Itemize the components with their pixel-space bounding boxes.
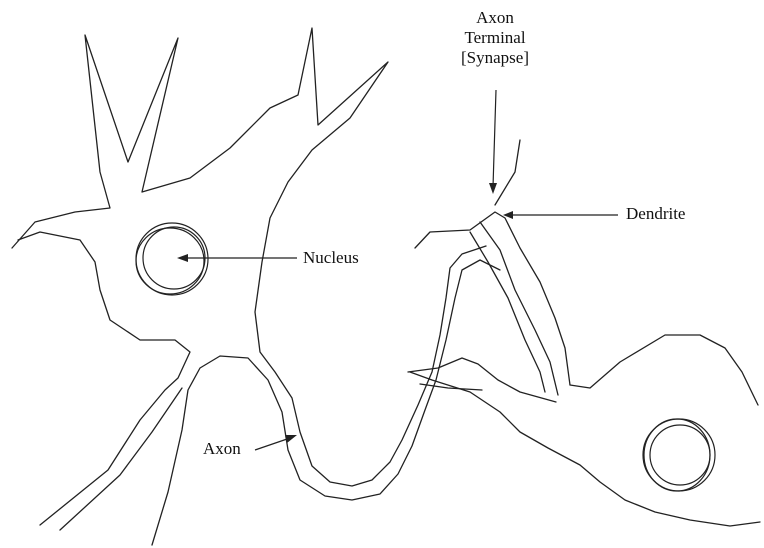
axon-terminal-label-line-2: Terminal <box>440 28 550 48</box>
axon-terminal-branch-1 <box>415 212 570 385</box>
nucleus-2-ring-2 <box>650 425 710 485</box>
neuron-1-axon-inner <box>152 260 500 545</box>
axon-label: Axon <box>203 439 241 459</box>
nucleus-1-ring-1 <box>136 223 208 295</box>
axon-terminal-label-line-1: Axon <box>440 8 550 28</box>
dendrite-label: Dendrite <box>626 204 685 224</box>
axon-terminal-branch-3 <box>480 222 558 395</box>
nucleus-label: Nucleus <box>303 248 359 268</box>
axon-terminal-branch-2 <box>495 140 520 205</box>
neuron-1-lower-left-process <box>18 232 190 525</box>
neuron-2-upper-edge <box>570 335 758 405</box>
nucleus-1-ring-3 <box>136 228 204 294</box>
pointer-axon-terminal <box>489 90 497 194</box>
pointer-dendrite <box>503 211 618 219</box>
pointer-nucleus <box>177 254 297 262</box>
axon-terminal-label-line-3: [Synapse] <box>440 48 550 68</box>
axon-terminal-label: Axon Terminal [Synapse] <box>440 8 550 68</box>
neuron-1-lower-branch <box>60 388 182 530</box>
nucleus-2-ring-3 <box>644 419 710 491</box>
neuron-1-cell-body <box>12 28 486 486</box>
neuron-2-cell-body <box>410 372 760 526</box>
pointer-axon <box>255 435 297 450</box>
dendrite-2-branch <box>470 232 545 392</box>
dendrite-2-lower-2 <box>420 384 482 390</box>
